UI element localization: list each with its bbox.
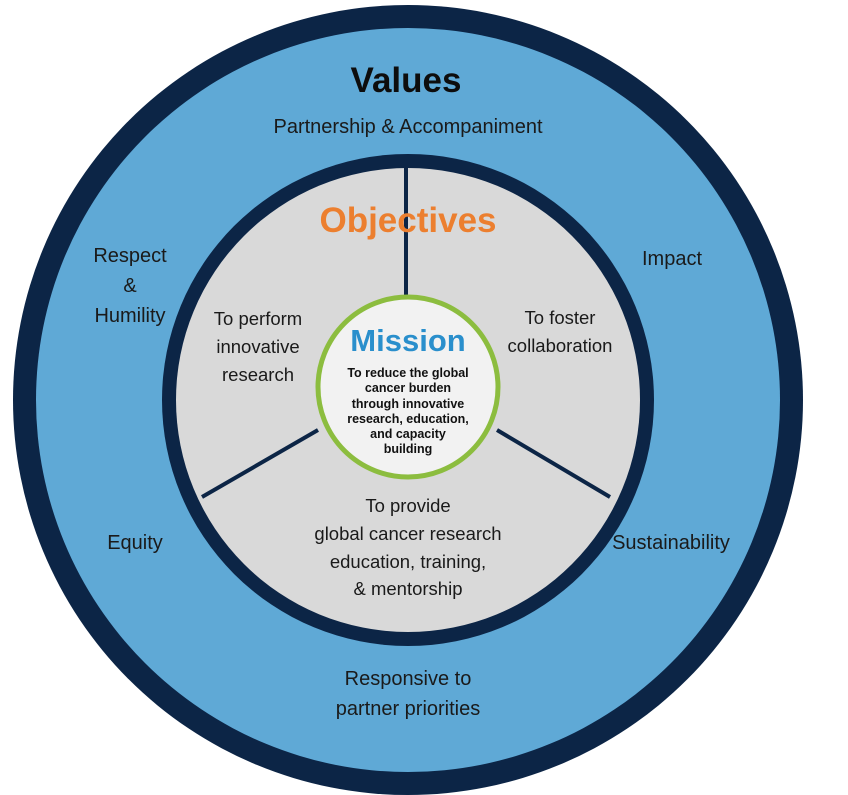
divider-right: [495, 428, 612, 499]
value-equity: Equity: [107, 532, 163, 554]
objective-research: To perform innovative research: [213, 308, 303, 385]
divider-left: [200, 428, 320, 499]
value-partnership: Partnership & Accompaniment: [273, 116, 543, 138]
value-sustainability: Sustainability: [612, 532, 730, 554]
value-responsive: Responsive to partner priorities: [335, 668, 481, 720]
mission-title: Mission: [350, 323, 466, 358]
values-title: Values: [350, 61, 462, 100]
mission-circle: [315, 294, 501, 480]
objective-education: To provide global cancer research educat…: [314, 495, 502, 600]
value-impact: Impact: [641, 248, 703, 270]
objective-collaboration: To foster collaboration: [507, 307, 613, 356]
mission-statement: To reduce the global cancer burden throu…: [347, 366, 469, 457]
value-respect-humility: Respect & Humility: [93, 245, 167, 327]
objectives-title: Objectives: [319, 201, 497, 240]
